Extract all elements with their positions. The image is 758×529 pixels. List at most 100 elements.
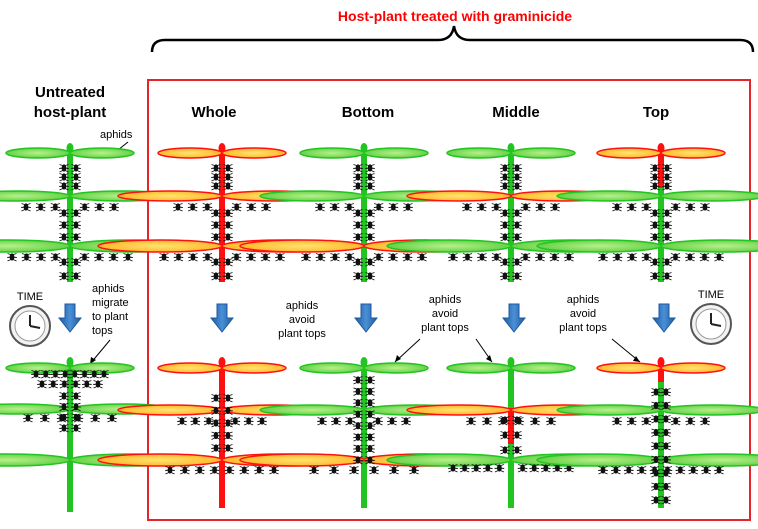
aphid-icon: [40, 370, 51, 379]
aphid-icon: [369, 466, 379, 475]
aphid-icon: [99, 370, 109, 379]
aphid-icon: [662, 466, 673, 475]
aphid-icon: [500, 209, 510, 218]
aphid-icon: [353, 387, 363, 396]
aphid-icon: [23, 414, 33, 423]
aphid-icon: [71, 258, 81, 267]
leaf: [0, 190, 71, 202]
aphid-icon: [388, 203, 399, 212]
aphid-icon: [641, 417, 652, 426]
leaf: [157, 362, 223, 374]
aphid-icon: [365, 221, 375, 230]
leaf: [406, 190, 512, 202]
leaf: [221, 362, 287, 374]
aphid-icon: [81, 380, 92, 389]
avoid-top-pointer-head: [633, 356, 640, 362]
leaf: [386, 239, 512, 253]
aphid-icon: [662, 233, 672, 242]
aphid-icon: [714, 253, 724, 262]
treated-stem-segment: [658, 150, 664, 188]
aphid-icon: [89, 370, 100, 379]
aphid-icon: [59, 209, 69, 218]
aphid-icon: [71, 233, 81, 242]
aphid-icon: [662, 258, 672, 267]
aphid-icon: [21, 203, 31, 212]
aphid-icon: [471, 464, 482, 473]
time-arrow-middle: [501, 303, 527, 333]
aphid-icon: [365, 258, 375, 267]
aphid-icon: [329, 466, 339, 475]
aphid-icon: [403, 203, 413, 212]
migrate-line2: migrate: [92, 297, 129, 309]
aphid-icon: [211, 419, 221, 428]
aphid-icon: [546, 417, 556, 426]
aphid-icon: [93, 380, 103, 389]
aphid-icon: [353, 209, 363, 218]
aphid-icon: [159, 253, 169, 262]
aphid-icon: [353, 182, 363, 191]
aphid-icon: [598, 466, 608, 475]
aphid-icon: [71, 182, 81, 191]
aphid-icon: [650, 221, 660, 230]
clock-icon-left: TIME: [9, 291, 51, 347]
aphid-icon: [330, 253, 340, 262]
aphid-icon: [459, 464, 470, 473]
aphid-icon: [223, 258, 233, 267]
aphid-icon: [223, 431, 233, 440]
aphid-icon: [670, 203, 681, 212]
leaf: [660, 147, 726, 159]
aphid-icon: [223, 209, 233, 218]
aphid-icon: [401, 417, 411, 426]
treated-stem-segment: [219, 150, 225, 282]
aphid-icon: [223, 173, 233, 182]
aphid-icon: [59, 182, 69, 191]
aphid-icon: [365, 387, 375, 396]
aphid-icon: [301, 253, 311, 262]
aphid-icon: [650, 173, 660, 182]
aphid-icon: [7, 253, 17, 262]
aphid-icon: [246, 253, 256, 262]
aphid-icon: [373, 253, 384, 262]
label-bottom: Bottom: [342, 104, 395, 121]
avoid-middle-line1: aphids: [567, 294, 600, 306]
aphid-icon: [540, 464, 551, 473]
aphid-icon: [223, 233, 233, 242]
aphid-icon: [365, 398, 375, 408]
aphid-icon: [329, 203, 340, 212]
aphid-icon: [223, 394, 233, 403]
leaf: [5, 147, 71, 159]
aphid-icon: [108, 253, 119, 262]
aphid-icon: [373, 203, 384, 212]
aphid-icon: [598, 253, 608, 262]
aphid-icon: [59, 380, 70, 389]
time-arrow-untreated: [57, 303, 83, 333]
stem: [508, 148, 514, 282]
avoid-bottom-line3: plant tops: [421, 322, 469, 334]
aphid-icon: [651, 482, 661, 491]
aphid-icon: [462, 253, 473, 262]
leaf: [69, 147, 135, 159]
aphid-icon: [260, 253, 271, 262]
leaf: [259, 404, 365, 416]
aphid-icon: [641, 253, 652, 262]
aphid-icon: [688, 466, 699, 475]
aphid-icon: [211, 272, 221, 281]
aphid-icon: [71, 272, 81, 281]
aphid-icon: [651, 428, 661, 437]
aphid-icon: [309, 466, 319, 475]
aphid-icon: [315, 253, 326, 262]
aphid-icon: [317, 417, 327, 426]
aphid-icon: [549, 253, 560, 262]
aphids-label: aphids: [100, 129, 133, 141]
aphid-icon: [71, 164, 81, 173]
aphid-icon: [223, 419, 233, 428]
aphid-icon: [59, 402, 69, 412]
leaf: [660, 404, 758, 416]
aphid-icon: [650, 233, 660, 242]
aphid-icon: [530, 417, 540, 426]
aphid-icon: [349, 466, 359, 475]
leaf: [596, 147, 662, 159]
aphid-icon: [701, 466, 711, 475]
aphid-icon: [211, 209, 221, 218]
leaf: [363, 147, 429, 159]
